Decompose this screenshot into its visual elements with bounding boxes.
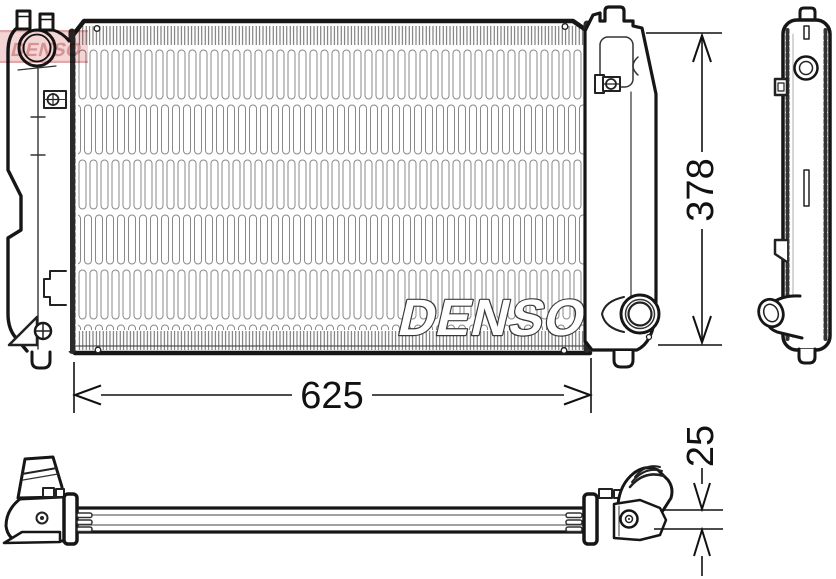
mounting-pin-bottom-left bbox=[30, 350, 52, 370]
width-dimension: 625 bbox=[72, 358, 593, 417]
outlet-port bbox=[601, 293, 661, 341]
front-view: DENSO bbox=[6, 5, 661, 370]
top-slot bbox=[803, 25, 810, 40]
vent-hole-bottom-left bbox=[94, 346, 102, 354]
outlet-elbow bbox=[612, 465, 674, 542]
bottom-left-tank bbox=[2, 455, 93, 546]
denso-logo-watermark: DENSO bbox=[0, 30, 88, 63]
end-plate bbox=[62, 492, 79, 546]
arrowhead-left bbox=[72, 384, 102, 406]
arrowhead-up bbox=[692, 32, 712, 63]
mounting-pin-bottom bbox=[797, 347, 817, 365]
lower-clip-bracket bbox=[43, 270, 67, 306]
watermark-text: DENSO bbox=[9, 40, 84, 61]
arrowhead-down bbox=[692, 315, 712, 346]
height-dimension: 378 bbox=[646, 32, 722, 346]
side-clip-lower bbox=[773, 238, 789, 264]
bottom-right-tank bbox=[565, 465, 674, 546]
bottom-core-band bbox=[75, 506, 592, 534]
mounting-pin-bottom-right bbox=[612, 349, 635, 369]
right-tank bbox=[583, 5, 661, 369]
arrowhead-up bbox=[693, 526, 711, 557]
side-clip-upper bbox=[773, 77, 789, 97]
bottom-view bbox=[2, 455, 674, 546]
vent-hole-top-right bbox=[561, 23, 569, 30]
core-bottom-fin-strip bbox=[78, 331, 585, 350]
left-tank bbox=[6, 9, 71, 370]
mounting-pin-top bbox=[798, 6, 817, 23]
arrowhead-right bbox=[563, 384, 593, 406]
drain-plug bbox=[7, 315, 53, 347]
core-top-fin-strip bbox=[78, 26, 585, 45]
width-value: 625 bbox=[300, 375, 363, 417]
height-value: 378 bbox=[680, 158, 722, 221]
left-mount-bracket bbox=[43, 90, 67, 109]
inlet-pipe bbox=[15, 9, 32, 31]
core-fin-matrix bbox=[78, 46, 585, 330]
filler-neck-pipe bbox=[38, 12, 55, 32]
side-view bbox=[757, 6, 832, 365]
right-mount-bracket bbox=[594, 74, 621, 94]
denso-core-watermark: DENSO bbox=[393, 289, 593, 346]
bottom-flange bbox=[2, 530, 62, 545]
watermark-band bbox=[0, 30, 88, 63]
side-outlet-elbow bbox=[757, 294, 804, 340]
depth-value: 25 bbox=[680, 425, 722, 467]
mid-slot bbox=[803, 169, 810, 207]
vent-hole-top-left bbox=[93, 25, 101, 32]
side-port bbox=[793, 55, 819, 81]
vent-hole-bottom-right bbox=[560, 347, 568, 354]
arrowhead-down bbox=[693, 482, 711, 513]
end-plate bbox=[582, 492, 599, 546]
radiator-core: DENSO bbox=[58, 18, 594, 356]
depth-dimension: 25 bbox=[654, 425, 723, 576]
